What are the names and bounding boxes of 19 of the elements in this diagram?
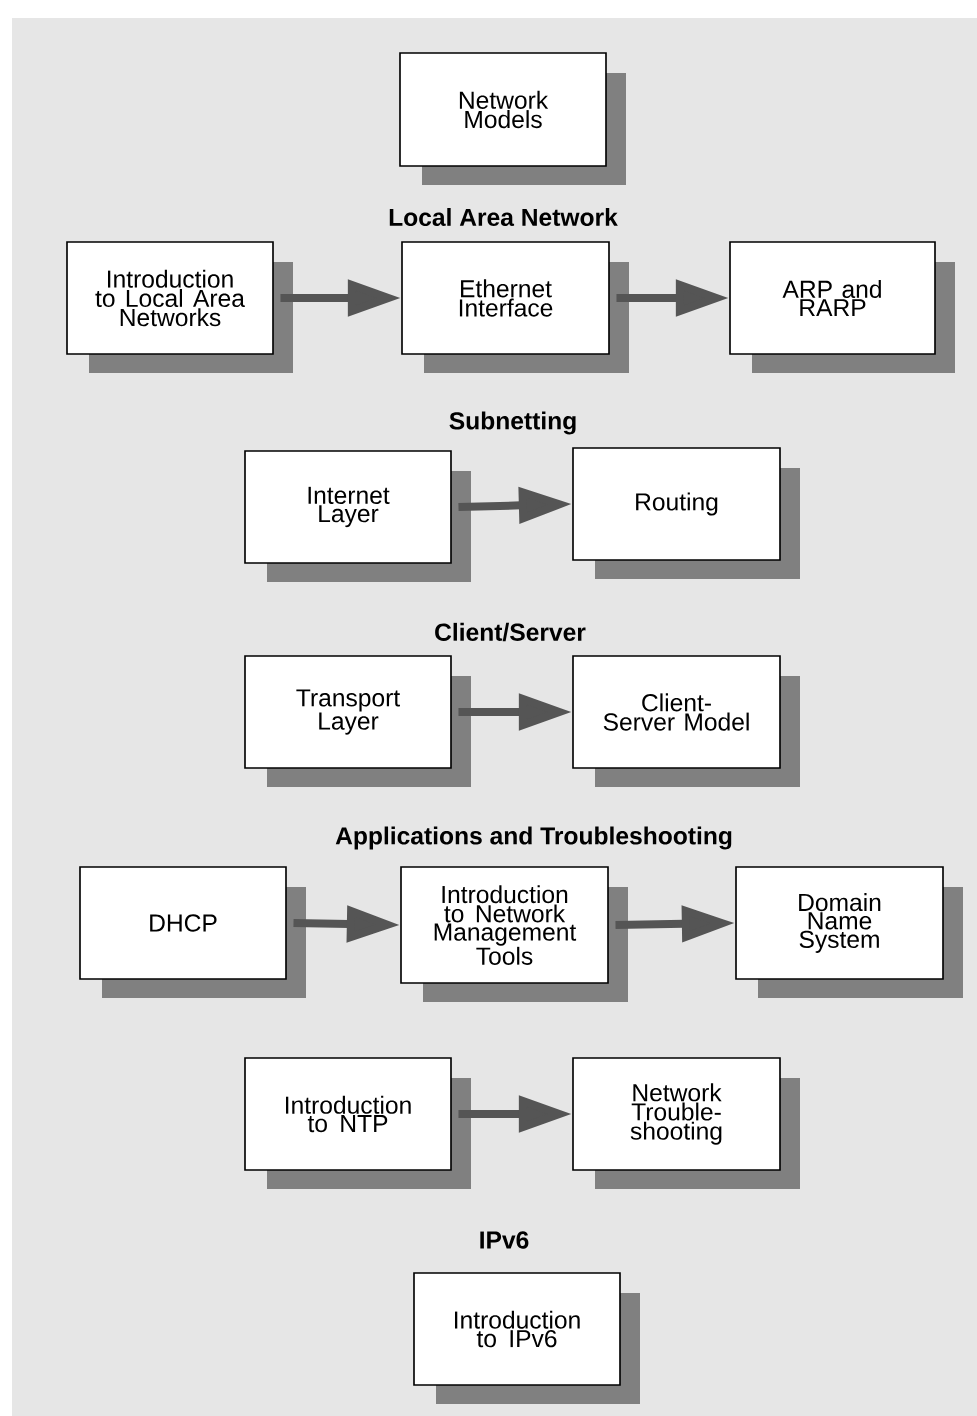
section-heading: IPv6 — [480, 1231, 529, 1249]
process-box: Introduction to IPv6 — [413, 1272, 640, 1404]
process-box: Routing — [572, 447, 800, 579]
process-box: Domain Name System — [735, 866, 963, 998]
process-box: Network Models — [399, 52, 626, 185]
section-heading: Local Area Network — [389, 208, 618, 227]
section-heading: Client/Server — [435, 622, 586, 642]
process-box: Introduction to Network Management Tools — [400, 866, 628, 1002]
process-box: Client-Server Model — [572, 655, 800, 787]
process-box: Internet Layer — [244, 450, 471, 582]
process-box: ARP and RARP — [729, 241, 955, 373]
process-box: DHCP — [79, 866, 306, 998]
section-heading: Subnetting — [449, 411, 576, 435]
section-heading: Applications and Troubleshooting — [335, 826, 732, 850]
process-box: Network Trouble-shooting — [572, 1057, 800, 1189]
process-box: Introduction to Local Area Networks — [66, 241, 293, 373]
process-box: Introduction to NTP — [244, 1057, 471, 1189]
process-box: Transport Layer — [244, 655, 471, 787]
process-box: Ethernet Interface — [401, 241, 629, 373]
